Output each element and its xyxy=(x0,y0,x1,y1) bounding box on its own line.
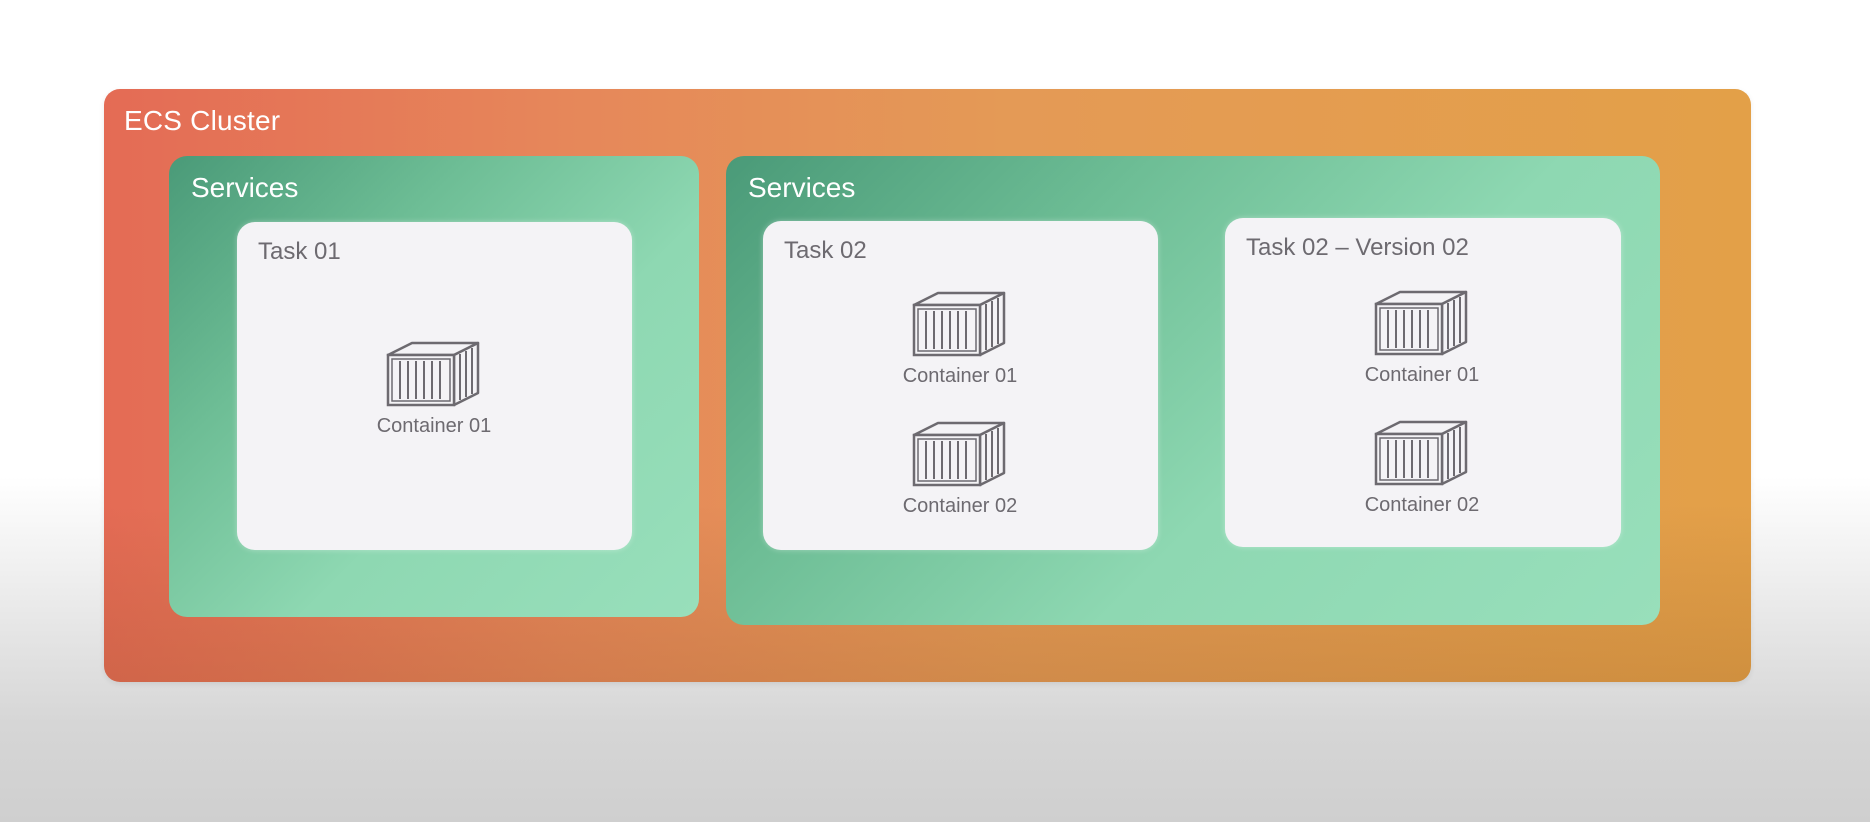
task-title-task-02: Task 02 xyxy=(784,237,867,264)
task-box-task-01: Task 01 Container 01 xyxy=(237,222,632,550)
container-label: Container 02 xyxy=(902,495,1018,517)
task-title-task-01: Task 01 xyxy=(258,238,341,265)
task-title-task-02-version-02: Task 02 – Version 02 xyxy=(1246,234,1469,261)
task-box-task-02: Task 02 Container 01 Container 02 xyxy=(763,221,1158,550)
service-title-1: Services xyxy=(191,172,299,203)
container-item: Container 02 xyxy=(880,403,1040,518)
container-item: Container 01 xyxy=(1342,272,1502,387)
shipping-container-icon xyxy=(912,291,1006,357)
container-label: Container 01 xyxy=(1364,364,1480,386)
container-item: Container 02 xyxy=(1342,402,1502,517)
service-box-1: Services Task 01 Container 01 xyxy=(169,156,699,617)
container-item: Container 01 xyxy=(880,273,1040,388)
container-label: Container 01 xyxy=(376,415,492,437)
container-label: Container 01 xyxy=(902,365,1018,387)
service-box-2: Services Task 02 Container 01 Container … xyxy=(726,156,1660,625)
cluster-title: ECS Cluster xyxy=(124,105,281,136)
task-box-task-02-version-02: Task 02 – Version 02 Container 01 Contai… xyxy=(1225,218,1621,547)
container-label: Container 02 xyxy=(1364,494,1480,516)
service-title-2: Services xyxy=(748,172,856,203)
container-item: Container 01 xyxy=(354,323,514,438)
shipping-container-icon xyxy=(1374,290,1468,356)
ecs-cluster: ECS Cluster Services Task 01 Container 0… xyxy=(104,89,1751,682)
shipping-container-icon xyxy=(386,341,480,407)
shipping-container-icon xyxy=(912,421,1006,487)
shipping-container-icon xyxy=(1374,420,1468,486)
